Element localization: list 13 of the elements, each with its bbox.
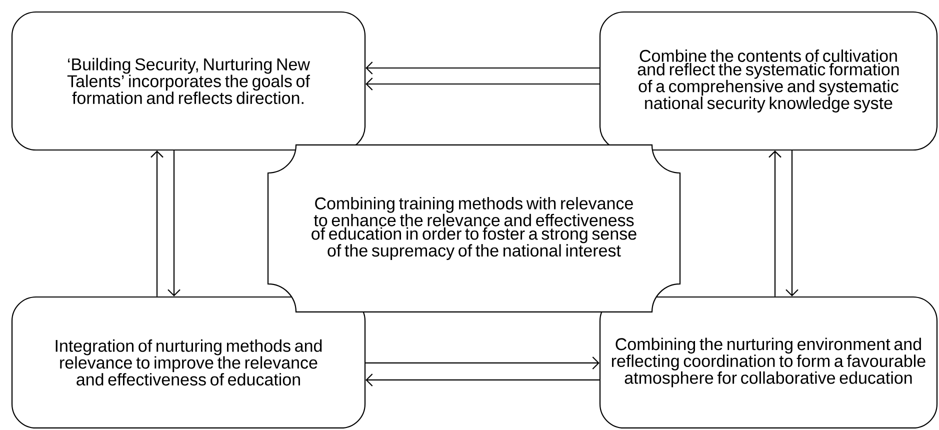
process-box: Combine the contents of cultivation and reflect the systematic formation of a comprehensive and systematic national security knowledge syste xyxy=(599,11,938,151)
arrow xyxy=(150,150,164,296)
arrow xyxy=(366,374,600,386)
plaque-box: Combining training methods with relevance to enhance the relevance and effectiveness of education in order to foster a strong sense of the supremacy of the national interest xyxy=(267,144,681,313)
arrow xyxy=(366,356,600,370)
arrow xyxy=(168,150,180,296)
process-box: Combining the nurturing environment and reflecting coordination to form a favourable atmosphere for collaborative education xyxy=(599,296,938,429)
arrow xyxy=(366,78,600,90)
process-box: ‘Building Security, Nurturing New Talents’ incorporates the goals of formation and reflects direction. xyxy=(11,11,366,151)
arrow xyxy=(366,62,600,74)
arrow xyxy=(768,150,782,296)
process-box: Integration of nurturing methods and relevance to improve the relevance and effectiveness of education xyxy=(11,296,366,429)
arrow xyxy=(786,150,798,296)
